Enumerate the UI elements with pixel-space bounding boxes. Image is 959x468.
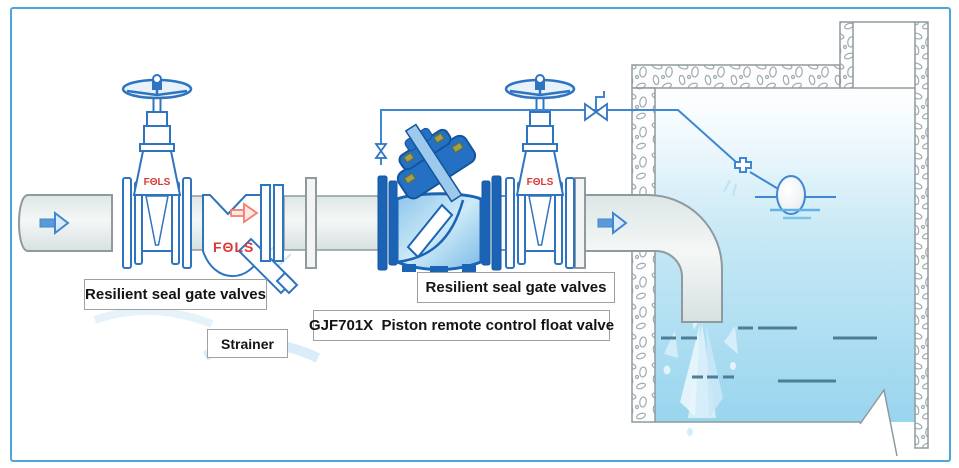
float-valve-symbol — [377, 123, 502, 273]
water-level-dashes — [661, 326, 877, 383]
label-float-valve: GJF701X Piston remote control float valv… — [309, 310, 614, 341]
strainer-brand-mark: FΘLS — [213, 239, 254, 255]
float-valve-bonnet — [396, 123, 477, 203]
gate-valve-right — [504, 73, 576, 270]
strainer-symbol: FΘLS — [202, 184, 299, 295]
label-left-gate-valves: Resilient seal gate valves — [84, 279, 267, 310]
water-splash — [663, 306, 738, 436]
flow-arrow-icon — [597, 210, 628, 236]
flow-arrow-red-icon — [230, 202, 259, 224]
tank-walls — [631, 21, 929, 449]
flow-arrow-icon — [39, 210, 70, 236]
needle-valve-icon — [374, 102, 608, 159]
pilot-sensing-line — [380, 91, 781, 191]
break-symbol — [859, 388, 898, 457]
float-ball — [755, 175, 836, 220]
label-right-gate-valves: Resilient seal gate valves — [417, 272, 615, 303]
gate-valve-left — [121, 73, 193, 270]
float-pilot-icon — [723, 157, 752, 197]
label-strainer: Strainer — [207, 329, 288, 358]
